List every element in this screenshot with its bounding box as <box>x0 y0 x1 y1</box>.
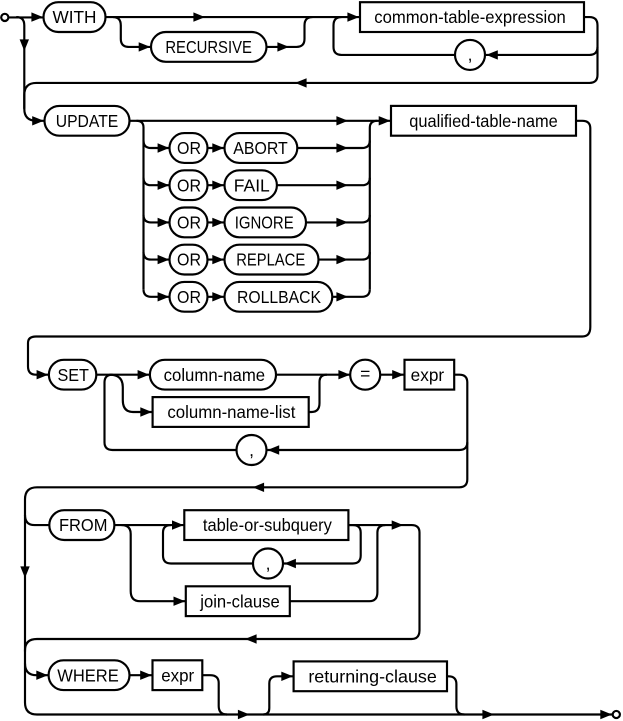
svg-text:column-name-list: column-name-list <box>167 402 295 422</box>
svg-text:REPLACE: REPLACE <box>236 250 305 270</box>
svg-text:OR: OR <box>177 250 201 270</box>
svg-text:OR: OR <box>177 175 201 195</box>
svg-text:expr: expr <box>161 665 194 685</box>
svg-text:OR: OR <box>177 287 201 307</box>
svg-text:FROM: FROM <box>59 515 108 535</box>
svg-text:UPDATE: UPDATE <box>56 111 119 131</box>
svg-text:WITH: WITH <box>53 7 97 27</box>
svg-text:table-or-subquery: table-or-subquery <box>203 515 332 535</box>
svg-text:,: , <box>468 45 473 65</box>
svg-text:FAIL: FAIL <box>234 175 270 195</box>
svg-text:OR: OR <box>177 213 201 233</box>
svg-text:column-name: column-name <box>164 365 266 385</box>
svg-text:expr: expr <box>411 365 445 385</box>
svg-text:returning-clause: returning-clause <box>308 666 437 686</box>
svg-text:,: , <box>249 440 254 460</box>
svg-text:WHERE: WHERE <box>57 665 119 685</box>
svg-text:SET: SET <box>57 365 89 385</box>
svg-text:RECURSIVE: RECURSIVE <box>165 37 252 57</box>
svg-text:IGNORE: IGNORE <box>235 213 294 233</box>
svg-text:qualified-table-name: qualified-table-name <box>409 111 558 131</box>
svg-text:ROLLBACK: ROLLBACK <box>237 287 321 307</box>
svg-text:,: , <box>266 553 271 573</box>
svg-text:join-clause: join-clause <box>199 591 279 611</box>
svg-text:common-table-expression: common-table-expression <box>374 7 566 27</box>
svg-text:OR: OR <box>177 138 201 158</box>
svg-text:ABORT: ABORT <box>233 138 288 158</box>
svg-text:=: = <box>360 364 370 384</box>
